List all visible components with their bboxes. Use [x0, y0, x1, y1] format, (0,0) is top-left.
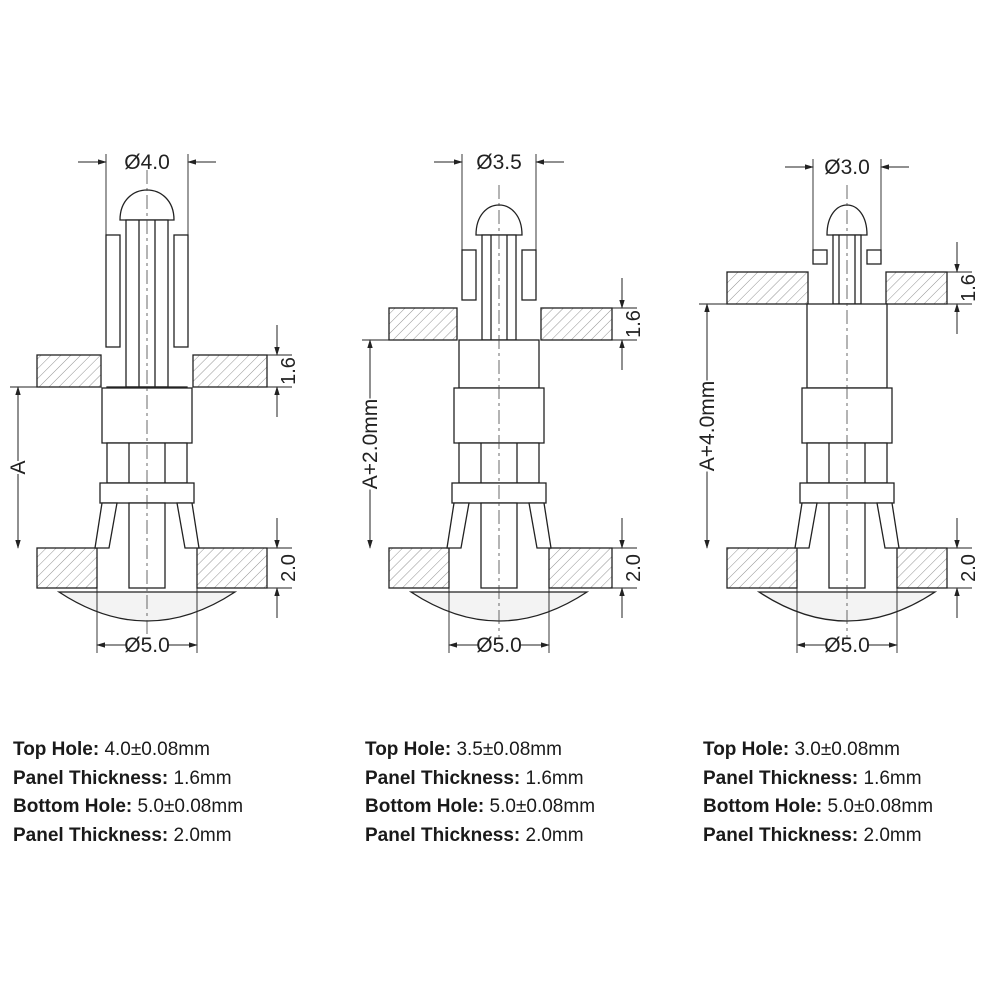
top-panel-left	[726, 271, 809, 305]
top-panel-right	[540, 307, 613, 341]
spec-bottom-panel-thickness: Panel Thickness: 2.0mm	[703, 824, 922, 846]
latch-finger-right	[866, 249, 882, 265]
prong-right	[528, 502, 552, 549]
spec-block-3: Top Hole: 3.0±0.08mm Panel Thickness: 1.…	[703, 736, 933, 850]
latch-finger-left	[461, 249, 477, 301]
latch-finger-right	[173, 234, 189, 348]
top-panel-left	[36, 354, 102, 388]
variant-1-drawing: Ø4.0Ø5.0 1.6 2.0 A	[6, 151, 300, 657]
prong-left	[446, 502, 470, 549]
top-panel-right	[885, 271, 948, 305]
top-panel-thickness-label: 1.6	[278, 357, 300, 385]
variant-3-drawing: Ø3.0Ø5.0 1.6 2.0 A+4.0mm	[695, 156, 980, 657]
spec-top-panel-thickness: Panel Thickness: 1.6mm	[13, 767, 232, 789]
spec-bottom-panel-thickness: Panel Thickness: 2.0mm	[365, 824, 584, 846]
bottom-panel-left	[36, 547, 98, 589]
prong-left	[794, 502, 818, 549]
prong-left	[94, 502, 118, 549]
spec-bottom-panel-thickness: Panel Thickness: 2.0mm	[13, 824, 232, 846]
spec-top-hole: Top Hole: 3.0±0.08mm	[703, 739, 900, 760]
label-bg	[6, 461, 30, 474]
bottom-panel-right	[896, 547, 948, 589]
spec-bottom-hole: Bottom Hole: 5.0±0.08mm	[13, 796, 244, 817]
top-diameter-label: Ø4.0	[124, 151, 170, 174]
spacer-drawing: Ø4.0Ø5.0 1.6 2.0 A Ø3.5Ø5.0 1.6 2.0 A+2.0mm Ø3…	[6, 151, 980, 657]
top-panel-thickness-label: 1.6	[958, 274, 980, 302]
top-panel-right	[192, 354, 268, 388]
bottom-diameter-label: Ø5.0	[824, 634, 870, 657]
variant-2-drawing: Ø3.5Ø5.0 1.6 2.0 A+2.0mm	[358, 151, 645, 657]
bottom-panel-left	[388, 547, 450, 589]
spec-bottom-hole: Bottom Hole: 5.0±0.08mm	[703, 796, 934, 817]
prong-right	[876, 502, 900, 549]
spec-top-hole: Top Hole: 4.0±0.08mm	[13, 739, 210, 760]
height-label: A+4.0mm	[696, 381, 719, 471]
latch-finger-left	[812, 249, 828, 265]
dome-cap	[408, 591, 590, 622]
spec-top-hole: Top Hole: 3.5±0.08mm	[365, 739, 562, 760]
top-panel-left	[388, 307, 458, 341]
label-bg	[358, 398, 382, 490]
bottom-panel-thickness-label: 2.0	[623, 554, 645, 582]
latch-finger-left	[105, 234, 121, 348]
bottom-panel-thickness-label: 2.0	[958, 554, 980, 582]
top-diameter-label: Ø3.0	[824, 156, 870, 179]
dome-cap	[756, 591, 938, 622]
top-panel-thickness-label: 1.6	[623, 310, 645, 338]
spec-bottom-hole: Bottom Hole: 5.0±0.08mm	[365, 796, 596, 817]
height-label: A+2.0mm	[359, 399, 382, 489]
spec-block-2: Top Hole: 3.5±0.08mm Panel Thickness: 1.…	[365, 736, 595, 850]
bottom-panel-thickness-label: 2.0	[278, 554, 300, 582]
top-diameter-label: Ø3.5	[476, 151, 522, 174]
bottom-diameter-label: Ø5.0	[476, 634, 522, 657]
bottom-diameter-label: Ø5.0	[124, 634, 170, 657]
label-bg	[695, 380, 719, 472]
prong-right	[176, 502, 200, 549]
bottom-panel-right	[196, 547, 268, 589]
spec-top-panel-thickness: Panel Thickness: 1.6mm	[365, 767, 584, 789]
spec-block-1: Top Hole: 4.0±0.08mm Panel Thickness: 1.…	[13, 736, 243, 850]
height-label: A	[7, 460, 30, 474]
bottom-panel-right	[548, 547, 613, 589]
latch-finger-right	[521, 249, 537, 301]
spec-top-panel-thickness: Panel Thickness: 1.6mm	[703, 767, 922, 789]
bottom-panel-left	[726, 547, 798, 589]
